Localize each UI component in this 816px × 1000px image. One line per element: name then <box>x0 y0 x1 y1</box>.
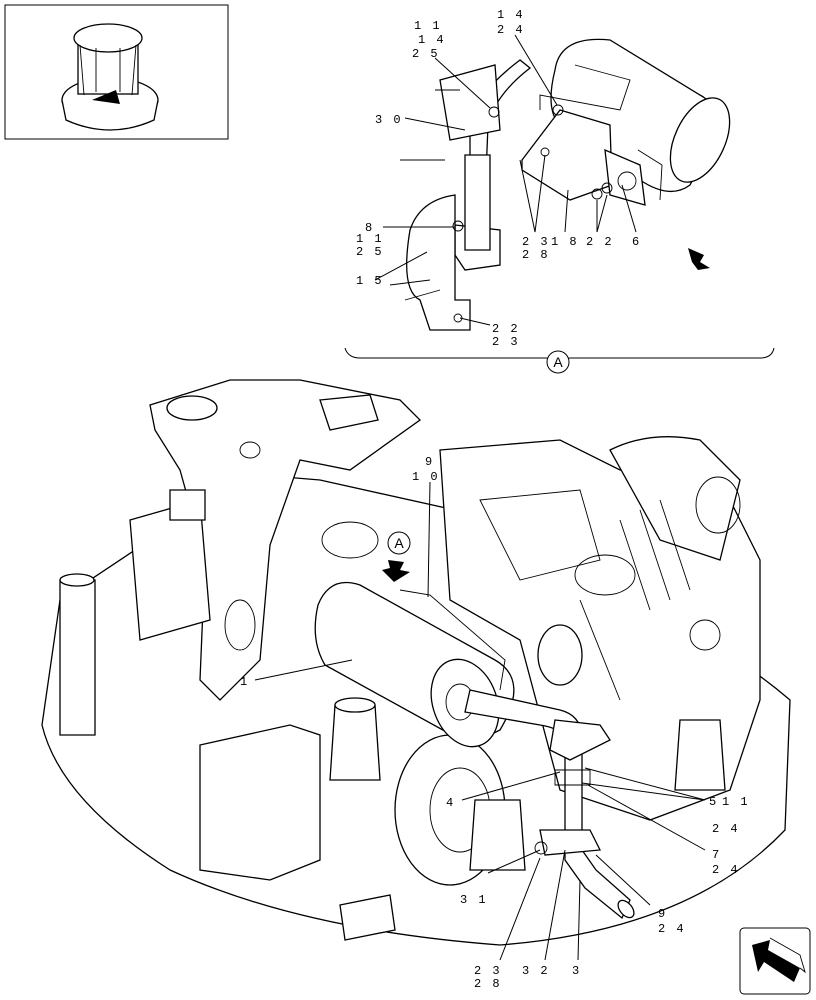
callout-18: 1 8 <box>551 235 579 249</box>
callout-7: 7 <box>712 848 721 862</box>
callout-28: 2 8 <box>474 977 502 991</box>
callout-14: 1 4 <box>497 8 525 22</box>
callout-24: 2 4 <box>712 863 740 877</box>
callout-11: 1 1 <box>414 19 442 33</box>
callout-14: 1 4 <box>418 33 446 47</box>
locator-thumbnail <box>4 4 229 140</box>
detail-view-a: A 1 1 1 4 2 5 1 4 2 4 3 0 8 1 1 2 5 1 5 … <box>344 8 775 374</box>
callout-8: 8 <box>365 221 374 235</box>
callout-28: 2 8 <box>522 248 550 262</box>
callout-9: 9 <box>658 907 667 921</box>
direction-arrow-icon <box>688 248 710 270</box>
locator-arrow-icon <box>92 90 120 104</box>
callout-1: 1 <box>240 675 249 689</box>
callout-10: 1 0 <box>412 470 440 484</box>
callout-3: 3 <box>572 964 581 978</box>
callout-6: 6 <box>632 235 641 249</box>
callout-23: 2 3 <box>522 235 550 249</box>
main-assembly-view: A 9 1 0 1 4 5 1 1 2 4 7 2 4 9 2 4 3 1 2 … <box>41 379 791 991</box>
callout-25: 2 5 <box>412 47 440 61</box>
callout-24: 2 4 <box>712 822 740 836</box>
callout-23: 2 3 <box>474 964 502 978</box>
callout-5: 5 <box>709 795 718 809</box>
callout-23: 2 3 <box>492 335 520 349</box>
view-marker-a: A <box>394 535 404 551</box>
callout-15: 1 5 <box>356 274 384 288</box>
callout-30: 3 0 <box>375 113 403 127</box>
callout-11: 1 1 <box>722 795 750 809</box>
nav-arrow-icon <box>752 940 800 982</box>
callout-24: 2 4 <box>658 922 686 936</box>
view-arrow-icon <box>382 560 410 582</box>
callout-25: 2 5 <box>356 245 384 259</box>
callout-32: 3 2 <box>522 964 550 978</box>
callout-24: 2 4 <box>497 23 525 37</box>
callout-11: 1 1 <box>356 232 384 246</box>
callout-4: 4 <box>446 796 455 810</box>
callout-22: 2 2 <box>586 235 614 249</box>
next-page-nav[interactable] <box>739 927 811 995</box>
callout-9: 9 <box>425 455 434 469</box>
callout-31: 3 1 <box>460 893 488 907</box>
callout-22: 2 2 <box>492 322 520 336</box>
detail-marker-a: A <box>553 354 563 370</box>
